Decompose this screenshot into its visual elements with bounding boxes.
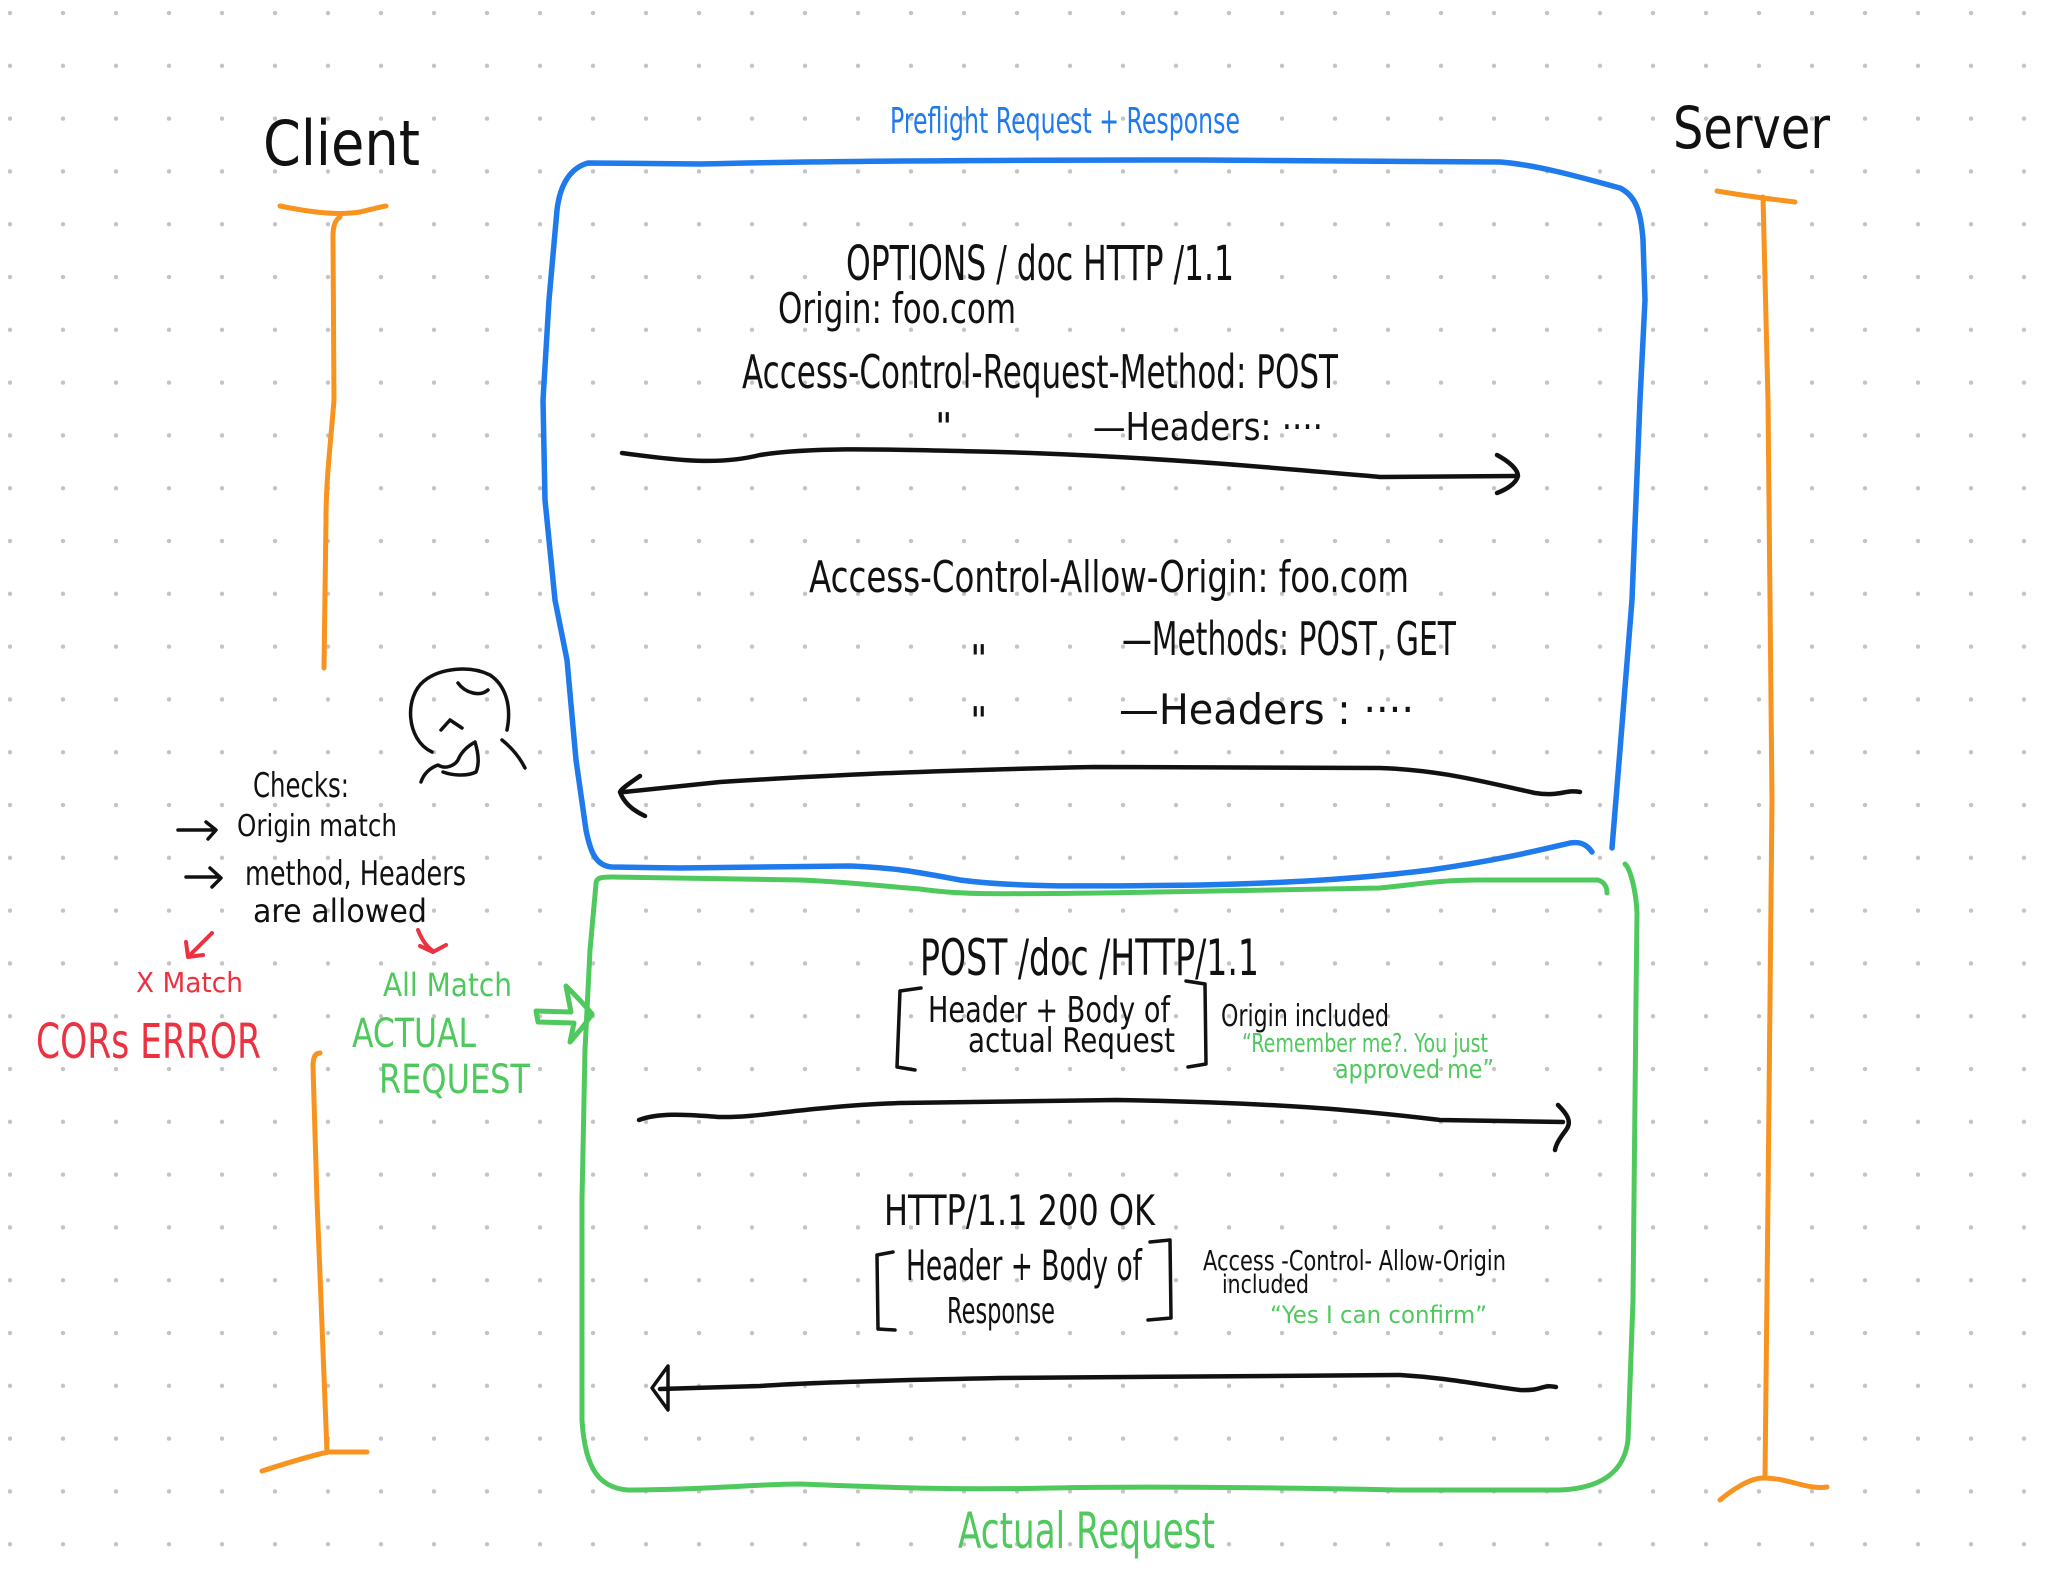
- ditto-mark: ": [935, 405, 952, 449]
- actual-request-box: [579, 861, 1640, 1493]
- response-body-line1: Header + Body of: [906, 1241, 1143, 1290]
- request-body-line2: actual Request: [968, 1021, 1175, 1061]
- server-label: Server: [1673, 94, 1830, 162]
- allow-origin-included-note-line2: included: [1222, 1270, 1309, 1300]
- actual-request-title: Actual Request: [958, 1502, 1215, 1560]
- pass-branch-arrow-icon: [416, 928, 448, 954]
- fail-condition-label: X Match: [136, 966, 243, 999]
- allow-origin-header: Access-Control-Allow-Origin: foo.com: [809, 552, 1409, 603]
- response-body-line2: Response: [947, 1291, 1055, 1332]
- checks-title: Checks:: [253, 766, 349, 806]
- preflight-title: Preflight Request + Response: [890, 101, 1240, 142]
- allow-methods-header: —Methods: POST, GET: [1122, 612, 1457, 666]
- preflight-request-method-header: Access-Control-Request-Method: POST: [742, 345, 1339, 399]
- arrowhead-left-hollow-icon: [650, 1364, 670, 1412]
- check-item: Origin match: [237, 809, 397, 844]
- preflight-request-line: OPTIONS / doc HTTP /1.1: [846, 236, 1234, 292]
- actual-request-label-line2: REQUEST: [379, 1057, 530, 1103]
- arrowhead-right-icon: [1494, 452, 1521, 496]
- left-bracket: [875, 1250, 897, 1332]
- request-body-line1: Header + Body of: [928, 990, 1171, 1031]
- server-lifeline-cap: [1714, 188, 1798, 205]
- right-bracket: [1184, 979, 1208, 1069]
- arrowhead-left-icon: [617, 773, 648, 819]
- preflight-response-arrow: [621, 764, 1583, 797]
- confirm-quote: “Yes I can confirm”: [1270, 1301, 1487, 1329]
- remember-me-quote-line1: “Remember me?. You just: [1242, 1029, 1488, 1059]
- allow-headers-header: —Headers : ····: [1119, 685, 1414, 734]
- preflight-request-headers-header: —Headers: ····: [1093, 405, 1323, 449]
- left-bracket: [895, 986, 923, 1072]
- client-lifeline-cap: [277, 203, 389, 216]
- bullet-arrow-icon: [176, 820, 218, 841]
- preflight-origin-header: Origin: foo.com: [778, 284, 1016, 333]
- preflight-request: OPTIONS / doc HTTP /1.1 Origin: foo.com …: [619, 236, 1521, 496]
- actual-response-arrow: [657, 1372, 1559, 1393]
- thinking-person-doodle-icon: [408, 667, 527, 784]
- pass-condition-label: All Match: [383, 966, 512, 1004]
- arrowhead-right-icon: [1552, 1102, 1571, 1153]
- server-lifeline-line: [1760, 194, 1775, 1481]
- actual-response-status-line: HTTP/1.1 200 OK: [884, 1186, 1156, 1235]
- preflight-response: Access-Control-Allow-Origin: foo.com " —…: [617, 552, 1583, 819]
- hollow-right-arrow-icon: [533, 983, 595, 1045]
- ditto-mark: ": [970, 637, 987, 681]
- actual-response: HTTP/1.1 200 OK Header + Body of Respons…: [650, 1186, 1559, 1412]
- actual-request-line: POST /doc /HTTP/1.1: [920, 929, 1259, 987]
- check-item: method, Headers: [245, 854, 466, 894]
- actual-request-arrow: [636, 1097, 1566, 1125]
- client-label: Client: [263, 107, 420, 180]
- server-lifeline-foot: [1717, 1475, 1830, 1503]
- cors-error-label: CORs ERROR: [36, 1014, 261, 1070]
- preflight-request-arrow: [619, 447, 1519, 480]
- server-lifeline: [1714, 188, 1830, 1503]
- check-item: are allowed: [253, 892, 427, 930]
- actual-request: POST /doc /HTTP/1.1 Header + Body of act…: [636, 929, 1571, 1153]
- client-lifeline-upper: [277, 203, 389, 671]
- bullet-arrow-icon: [184, 866, 223, 889]
- fail-branch-arrow-icon: [184, 931, 214, 959]
- client-lifeline-line: [321, 214, 343, 671]
- remember-me-quote-line2: approved me”: [1335, 1055, 1494, 1085]
- right-bracket: [1146, 1238, 1173, 1322]
- ditto-mark: ": [970, 699, 987, 743]
- client-lifeline-foot: [259, 1449, 370, 1474]
- allow-origin-included-note-line1: Access -Control- Allow-Origin: [1203, 1244, 1506, 1277]
- origin-included-note: Origin included: [1221, 999, 1389, 1034]
- preflight-box: [540, 157, 1648, 889]
- client-lifeline-lower: [259, 1050, 370, 1474]
- client-lifeline-lower-line: [310, 1050, 330, 1455]
- actual-request-label-line1: ACTUAL: [352, 1011, 477, 1057]
